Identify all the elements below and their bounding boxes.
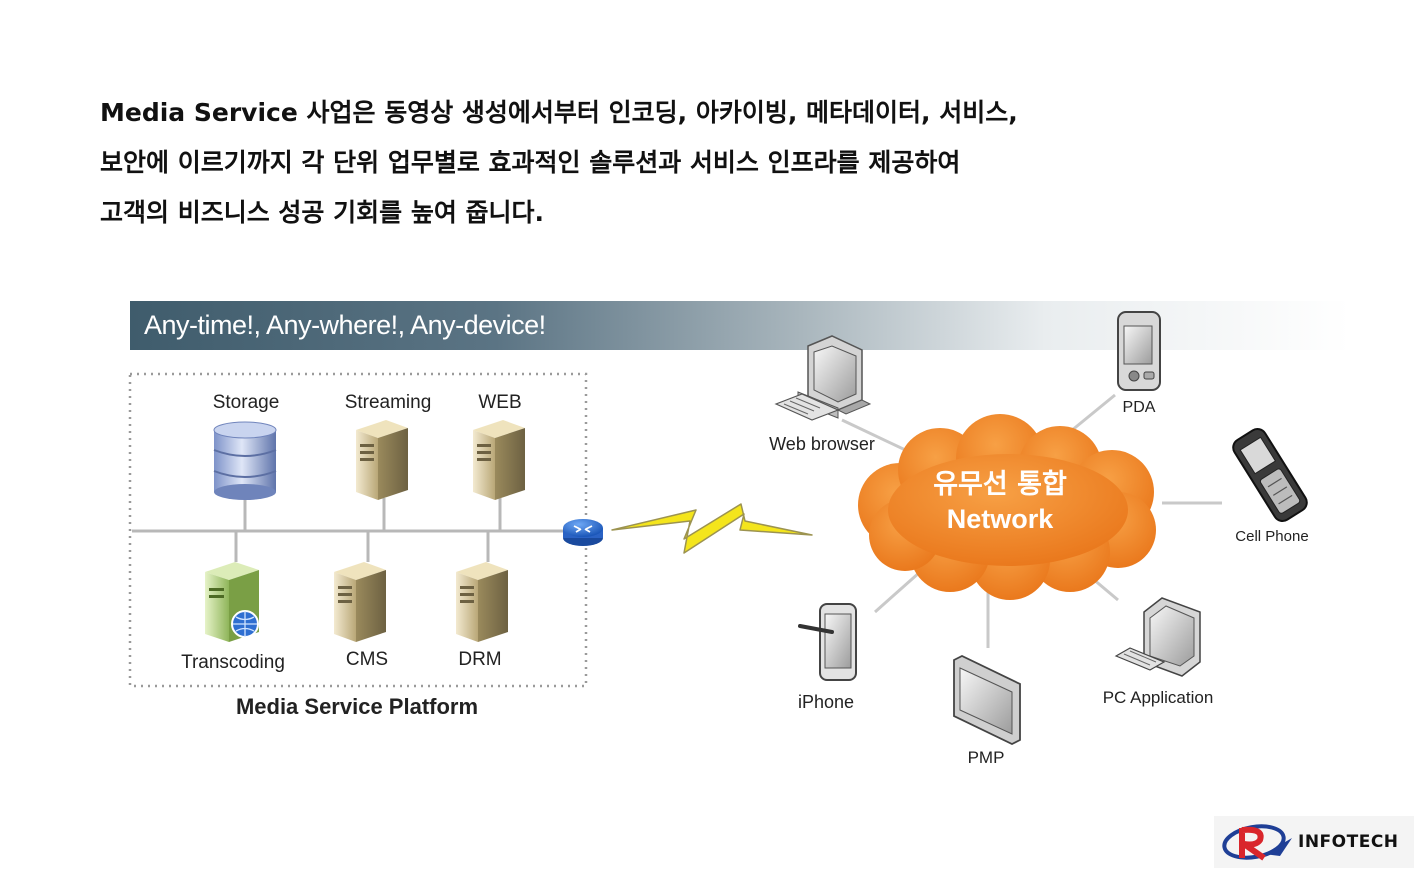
drm-label: DRM [458,649,501,670]
pmp-label: PMP [968,748,1005,767]
drm-server-icon [456,562,508,642]
network-label: Network [947,504,1055,534]
network-label-korean: 유무선 통합 [933,469,1067,500]
web-browser-label: Web browser [769,434,875,454]
desktop-computer-icon [774,335,872,421]
cell-phone-label: Cell Phone [1235,528,1308,545]
pda-label: PDA [1123,399,1156,416]
streaming-server-icon [356,420,408,500]
logo-text: INFOTECH [1298,832,1399,852]
iphone-label: iPhone [798,692,854,712]
pmp-icon [953,654,1021,746]
network-cloud: 유무선 통합 Network [858,414,1156,600]
transcoding-server-icon [205,562,259,642]
lightning-bolt-icon [611,503,813,554]
iphone-icon [798,603,857,681]
intro-line-1: Media Service 사업은 동영상 생성에서부터 인코딩, 아카이빙, … [100,98,1018,127]
infotech-logo: INFOTECH [1214,816,1414,868]
cms-label: CMS [346,649,388,670]
banner-title: Any-time!, Any-where!, Any-device! [144,310,546,340]
streaming-label: Streaming [345,392,432,413]
cms-server-icon [334,562,386,642]
logo-mark-icon [1222,824,1292,861]
transcoding-label: Transcoding [181,652,285,673]
platform-caption: Media Service Platform [236,694,478,719]
intro-text: Media Service 사업은 동영상 생성에서부터 인코딩, 아카이빙, … [100,88,1300,238]
pda-icon [1117,311,1161,391]
intro-line-2: 보안에 이르기까지 각 단위 업무별로 효과적인 솔루션과 서비스 인프라를 제… [100,148,961,177]
web-server-icon [473,420,525,500]
pc-application-icon [1114,597,1201,677]
cell-phone-icon [1232,428,1308,522]
intro-line-3: 고객의 비즈니스 성공 기회를 높여 줍니다. [100,198,545,227]
platform-box [128,372,588,688]
pc-application-label: PC Application [1103,688,1214,707]
router-icon [563,519,603,546]
storage-database-icon [213,421,277,500]
web-label: WEB [478,392,521,413]
storage-label: Storage [213,392,280,413]
